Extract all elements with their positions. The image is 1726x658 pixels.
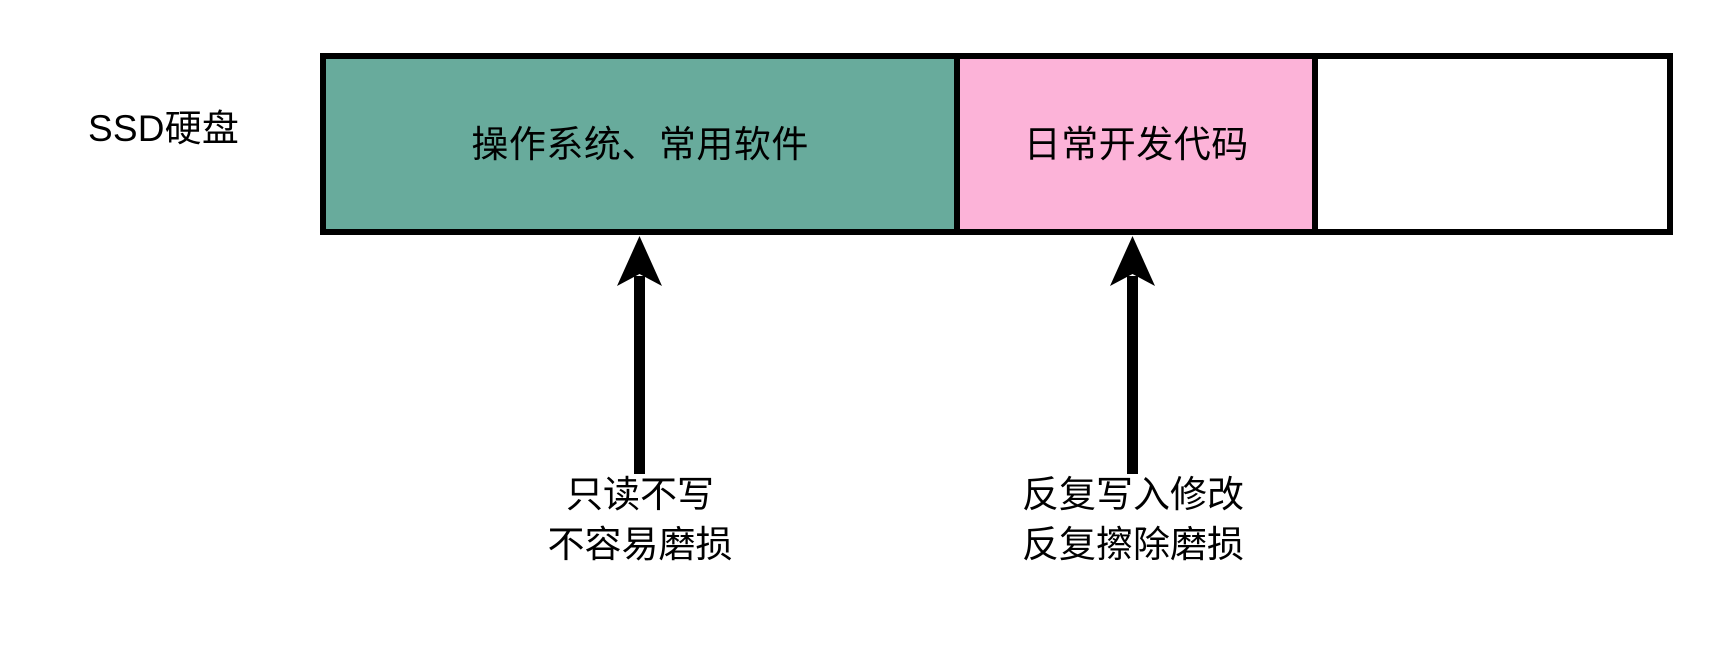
ssd-capacity-bar: 操作系统、常用软件 日常开发代码 bbox=[320, 53, 1673, 235]
segment-operating-system: 操作系统、常用软件 bbox=[326, 59, 961, 229]
annotation-code-line-2: 反复擦除磨损 bbox=[1022, 523, 1244, 565]
up-arrow-icon-os bbox=[612, 234, 668, 474]
segment-operating-system-label: 操作系统、常用软件 bbox=[471, 123, 809, 165]
disk-row-label: SSD硬盘 bbox=[88, 107, 240, 149]
annotation-os-line-2: 不容易磨损 bbox=[547, 523, 733, 565]
annotation-os: 只读不写 不容易磨损 bbox=[410, 470, 870, 569]
annotation-os-line-1: 只读不写 bbox=[566, 474, 714, 515]
up-arrow-icon-code bbox=[1105, 234, 1161, 474]
segment-development-code: 日常开发代码 bbox=[960, 59, 1319, 229]
annotation-code: 反复写入修改 反复擦除磨损 bbox=[903, 470, 1363, 569]
segment-development-code-label: 日常开发代码 bbox=[1023, 123, 1249, 165]
annotation-code-line-1: 反复写入修改 bbox=[1022, 474, 1244, 515]
segment-free-space bbox=[1318, 59, 1667, 229]
